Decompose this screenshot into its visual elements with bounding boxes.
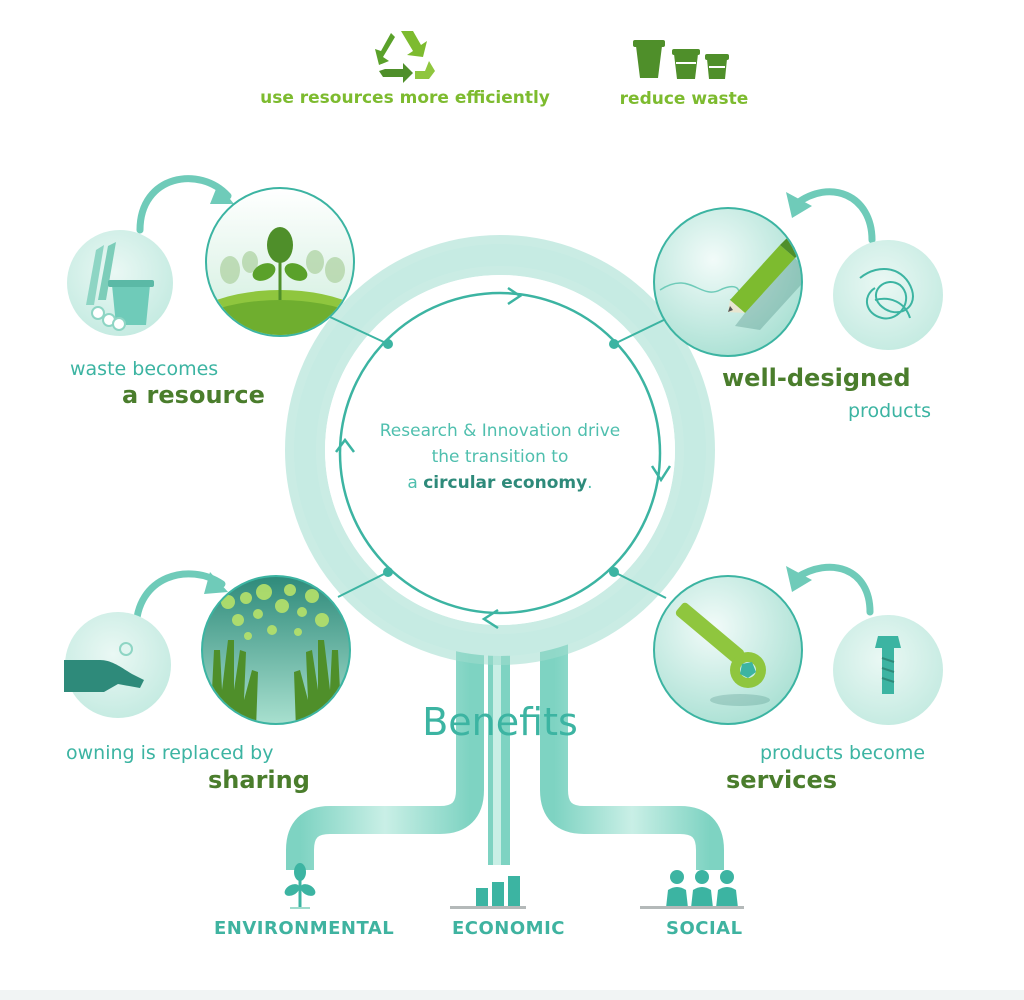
benefits-title: Benefits [422,700,578,744]
bin-circle [67,230,173,336]
social-label: SOCIAL [666,918,743,939]
economic-label: ECONOMIC [452,918,565,939]
use-resources-label: use resources more efficiently [260,88,550,108]
people-icon [640,870,744,909]
arrow-right [650,465,672,483]
scribble-circle [833,240,943,350]
bolt-circle [833,615,943,725]
sharing-small-label: owning is replaced by [66,742,274,764]
designed-big-label: well-designed [722,364,911,392]
center-line-3: a circular economy. [360,470,640,496]
reduce-waste-label: reduce waste [619,89,749,109]
arrow-bottom [481,608,499,630]
bins-icon [633,40,729,79]
bottom-strip [0,990,1024,1000]
pencil-circle [653,207,803,357]
benefit-pipes [286,640,724,870]
wrench-circle [653,575,803,725]
center-text: Research & Innovation drive the transiti… [360,418,640,496]
environmental-label: ENVIRONMENTAL [214,918,395,939]
resource-cycle-arrow [136,175,234,234]
services-big-label: services [726,766,838,794]
outer-ring [285,235,715,665]
sharing-cycle-arrow [132,570,228,634]
resource-big-label: a resource [122,381,265,409]
hands-circle [201,575,351,725]
plant-sprout-icon [284,863,316,909]
hand-circle [64,612,171,718]
center-line-3-suffix: . [587,473,593,493]
center-line-3-prefix: a [407,473,424,493]
center-line-2: the transition to [431,447,569,467]
designed-cycle-arrow [786,188,876,244]
bar-chart-icon [450,876,526,909]
services-small-label: products become [760,742,926,764]
resource-small-label: waste becomes [70,358,219,380]
center-line-1: Research & Innovation drive [379,421,621,441]
designed-small-label: products [848,400,931,422]
arrow-left [335,437,355,453]
circular-economy-emphasis: circular economy [423,473,588,493]
arrow-top [507,286,523,306]
recycle-icon [375,31,435,83]
sharing-big-label: sharing [208,766,310,794]
services-cycle-arrow [786,563,874,616]
inner-cycle [329,286,672,630]
